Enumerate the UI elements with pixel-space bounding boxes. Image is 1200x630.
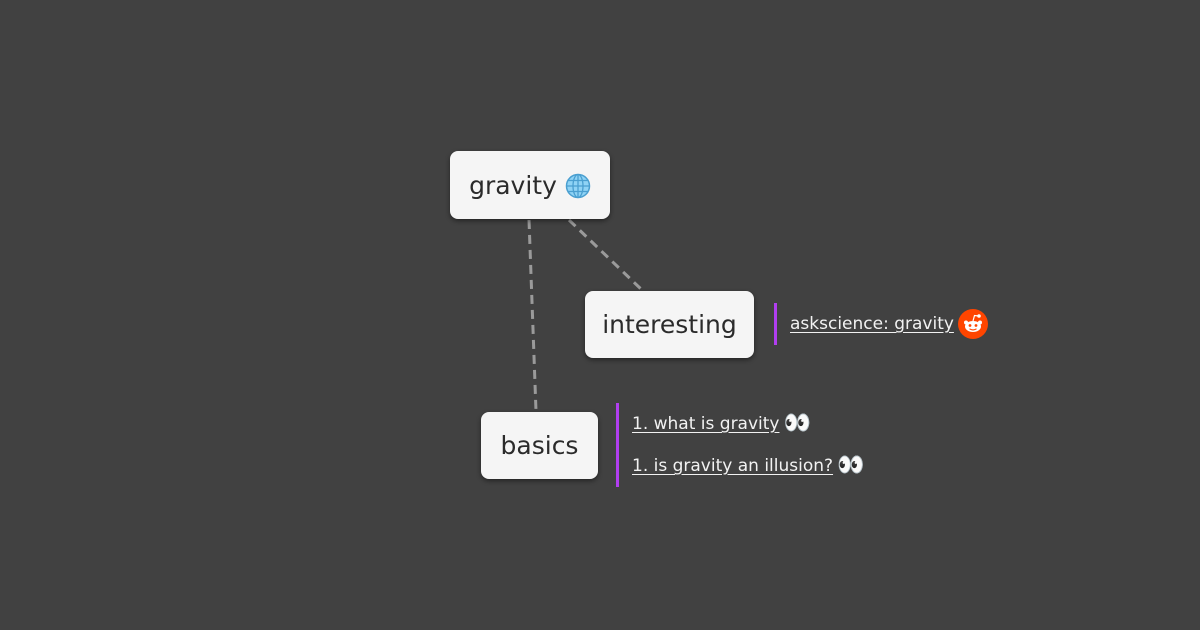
link-what-is-gravity[interactable]: 1. what is gravity 👀 <box>632 403 864 445</box>
link-is-gravity-an-illusion[interactable]: 1. is gravity an illusion? 👀 <box>632 445 864 487</box>
node-basics-label: basics <box>500 431 579 460</box>
connector-gravity-interesting <box>567 218 644 292</box>
node-interesting-label: interesting <box>602 310 737 339</box>
link-what-is-gravity-label: 1. what is gravity <box>632 414 780 434</box>
eyes-icon: 👀 <box>783 411 811 436</box>
globe-icon <box>565 171 591 199</box>
eyes-icon: 👀 <box>837 453 865 478</box>
link-askscience-gravity-label: askscience: gravity <box>790 314 954 334</box>
node-gravity[interactable]: gravity <box>450 151 610 219</box>
link-is-gravity-an-illusion-label: 1. is gravity an illusion? <box>632 456 834 476</box>
link-askscience-gravity[interactable]: askscience: gravity <box>790 303 988 345</box>
node-basics[interactable]: basics <box>481 412 598 479</box>
connector-gravity-basics <box>527 219 538 412</box>
notes-interesting: askscience: gravity <box>774 303 988 345</box>
node-gravity-label: gravity <box>469 170 557 200</box>
reddit-icon <box>957 309 988 339</box>
notes-basics: 1. what is gravity 👀 1. is gravity an il… <box>616 403 864 487</box>
node-interesting[interactable]: interesting <box>585 291 754 358</box>
